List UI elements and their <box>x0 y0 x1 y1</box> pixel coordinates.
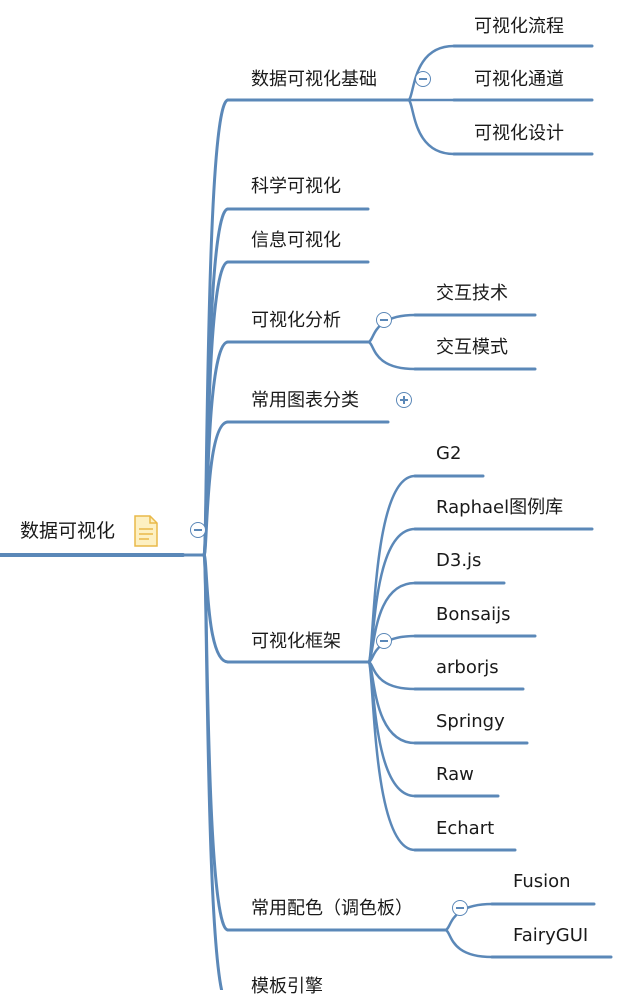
analysis-collapse-toggle[interactable] <box>376 312 392 328</box>
branch-templates-label[interactable]: 模板引擎 <box>251 976 323 997</box>
branch-analysis-label[interactable]: 可视化分析 <box>251 310 341 331</box>
root-collapse-toggle[interactable] <box>190 522 206 538</box>
child-connector <box>366 340 417 371</box>
branch-science-label[interactable]: 科学可视化 <box>251 176 341 197</box>
branch-connector <box>202 420 230 557</box>
child-label[interactable]: Springy <box>436 711 505 732</box>
frameworks-collapse-toggle[interactable] <box>376 633 392 649</box>
child-label[interactable]: Echart <box>436 818 495 839</box>
branch-basics-label[interactable]: 数据可视化基础 <box>251 69 377 90</box>
child-connector <box>406 98 456 156</box>
branch-charts-label[interactable]: 常用图表分类 <box>251 390 359 411</box>
child-label[interactable]: 可视化设计 <box>474 123 564 144</box>
child-connector <box>406 44 456 102</box>
child-label[interactable]: arborjs <box>436 657 499 678</box>
root-node-label[interactable]: 数据可视化 <box>20 520 116 542</box>
branch-colors-label[interactable]: 常用配色（调色板） <box>251 898 413 919</box>
child-label[interactable]: Raw <box>436 764 474 785</box>
child-label[interactable]: D3.js <box>436 550 482 571</box>
branch-frameworks-label[interactable]: 可视化框架 <box>251 631 341 652</box>
child-connector <box>443 928 494 959</box>
charts-expand-toggle[interactable] <box>396 392 412 408</box>
basics-collapse-toggle[interactable] <box>415 71 431 87</box>
child-connector <box>366 660 417 852</box>
child-label[interactable]: G2 <box>436 443 462 464</box>
child-connector <box>366 660 417 691</box>
child-label[interactable]: 交互技术 <box>436 283 508 304</box>
child-connector <box>366 313 417 344</box>
child-connector <box>443 902 494 932</box>
child-label[interactable]: Fusion <box>513 871 571 892</box>
note-icon[interactable] <box>133 515 159 547</box>
branch-info-label[interactable]: 信息可视化 <box>251 230 341 251</box>
colors-collapse-toggle[interactable] <box>452 900 468 916</box>
child-connector <box>366 634 417 664</box>
child-label[interactable]: Bonsaijs <box>436 604 511 625</box>
child-label[interactable]: FairyGUI <box>513 925 589 946</box>
child-label[interactable]: 交互模式 <box>436 337 508 358</box>
branch-connector <box>202 553 224 990</box>
child-label[interactable]: 可视化流程 <box>474 16 564 37</box>
child-label[interactable]: 可视化通道 <box>474 69 564 90</box>
child-label[interactable]: Raphael图例库 <box>436 497 564 518</box>
